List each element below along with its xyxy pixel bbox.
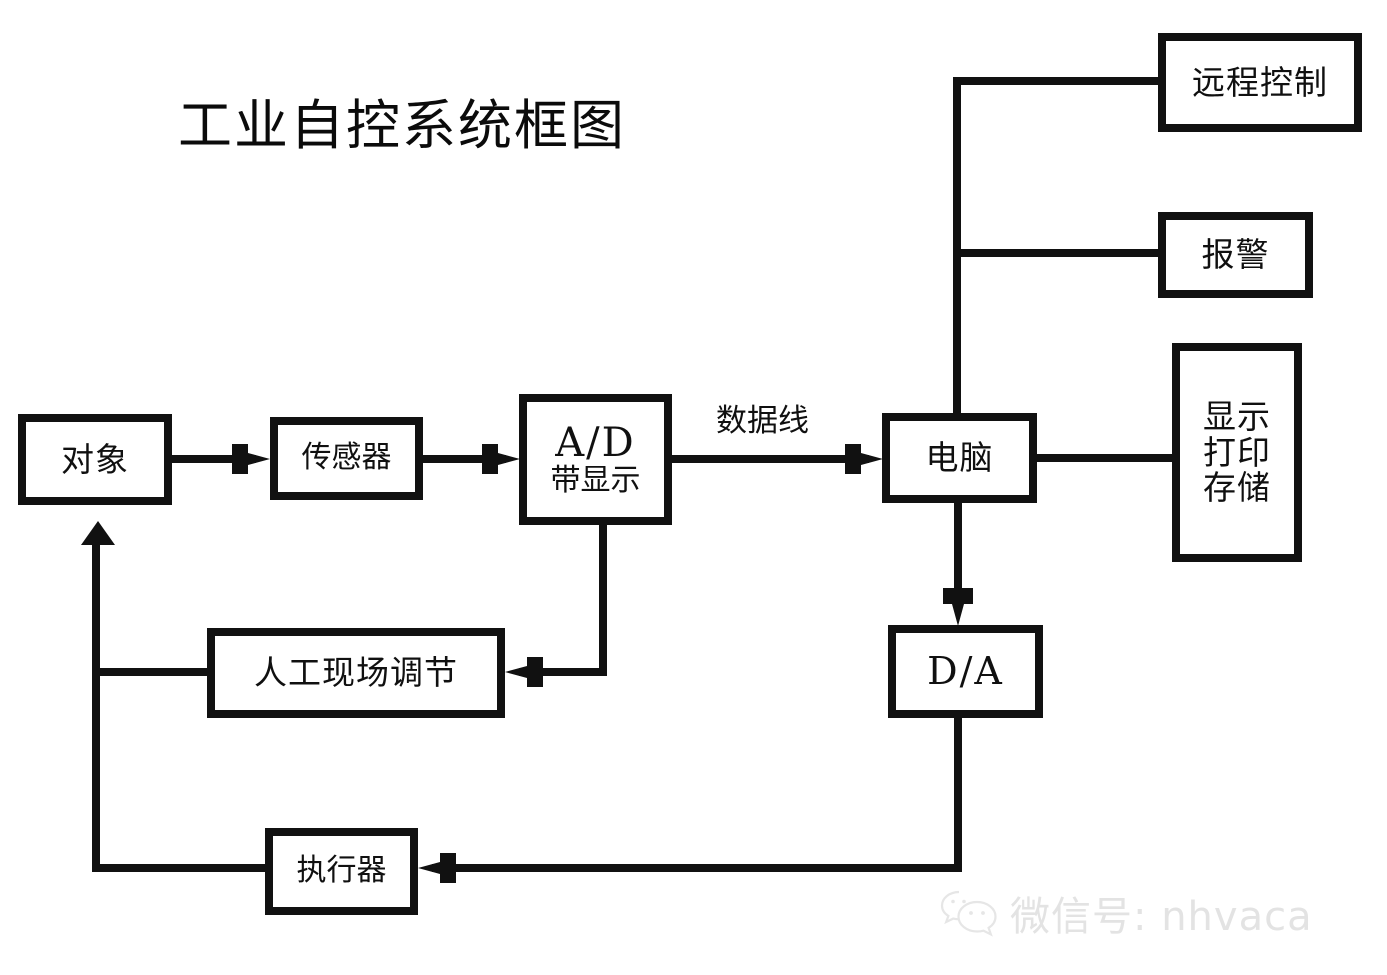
arrowhead-actuator [418,853,456,883]
arrowhead-computer [845,444,883,474]
arrowhead-adc [482,444,520,474]
node-manual-adjust[interactable]: 人工现场调节 [207,628,505,718]
node-computer-label: 电脑 [925,438,994,478]
node-alarm-label: 报警 [1201,235,1270,275]
node-sensor[interactable]: 传感器 [270,417,423,500]
node-remote-control-label: 远程控制 [1192,62,1328,102]
edge-label-data-line: 数据线 [716,403,809,439]
node-adc-label-line1: A/D [555,419,636,466]
arrowhead-sensor [232,444,270,474]
node-manual-adjust-label: 人工现场调节 [254,653,458,693]
node-alarm[interactable]: 报警 [1158,212,1313,298]
watermark: 微信号: nhvaca [940,884,1313,942]
node-actuator[interactable]: 执行器 [265,828,418,915]
node-object[interactable]: 对象 [18,414,172,505]
node-display-label-line1: 显示 [1203,397,1271,437]
node-actuator-label: 执行器 [296,853,387,889]
node-dac[interactable]: D/A [888,625,1043,718]
arrowhead-object-tri [81,521,115,545]
node-sensor-label: 传感器 [301,440,392,476]
node-adc[interactable]: A/D 带显示 [519,394,672,525]
arrowhead-dac [943,588,973,626]
node-dac-label: D/A [927,648,1004,693]
wechat-icon [940,890,997,937]
node-object-label: 对象 [61,439,129,479]
arrowheads [81,444,973,883]
watermark-text: 微信号: nhvaca [1010,894,1313,940]
diagram-title: 工业自控系统框图 [178,94,626,157]
node-adc-label-line2: 带显示 [550,462,641,498]
node-display-label-line2: 打印 [1203,432,1271,472]
node-display-print-store[interactable]: 显示 打印 存储 [1172,343,1302,562]
node-display-label-line3: 存储 [1203,468,1271,508]
node-computer[interactable]: 电脑 [882,413,1037,503]
arrowhead-manual [505,657,543,687]
node-remote-control[interactable]: 远程控制 [1158,33,1362,132]
